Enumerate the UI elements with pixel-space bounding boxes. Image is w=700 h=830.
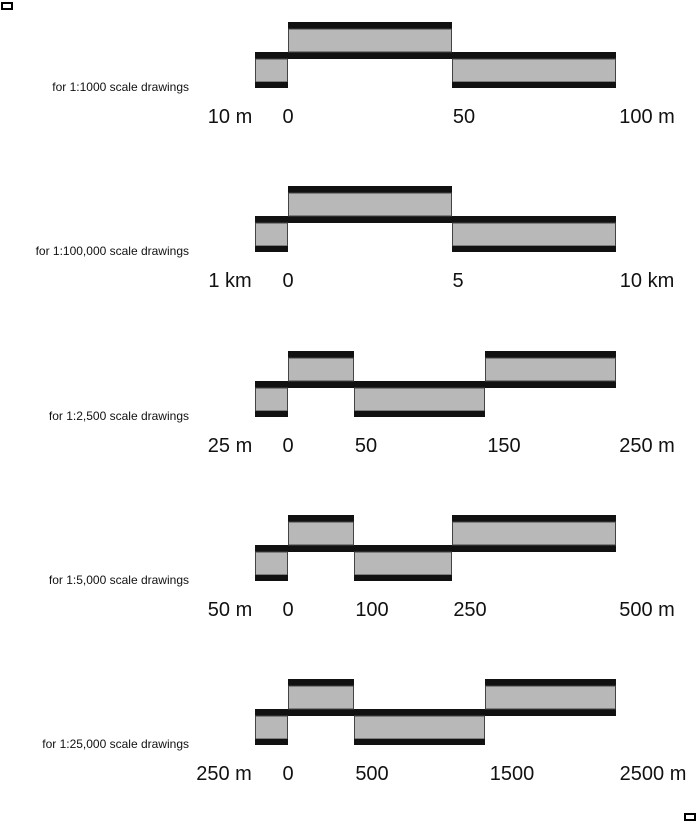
scalebar-3-segment-2-cap <box>288 351 354 358</box>
scalebar-2-segment-2-cap <box>288 186 452 193</box>
scalebar-4-segment-3-cap <box>354 575 452 581</box>
scalebar-3-tick-label-5: 250 m <box>619 435 675 457</box>
scalebar-4-segment-3 <box>354 551 452 576</box>
scalebar-2-segment-2 <box>288 192 452 217</box>
scalebar-1-center-line <box>255 52 616 59</box>
scalebar-4-caption: for 1:5,000 scale drawings <box>49 573 189 587</box>
scalebar-2-segment-3 <box>452 222 616 247</box>
scalebar-2-segment-1-cap <box>255 246 288 252</box>
scalebar-3-tick-label-4: 150 <box>487 435 520 457</box>
scalebar-3-tick-label-3: 50 <box>355 435 377 457</box>
scalebar-3-segment-4-cap <box>485 351 616 358</box>
scalebar-4-segment-4 <box>452 521 616 546</box>
scalebar-1-segment-3-cap <box>452 82 616 88</box>
scalebar-3-segment-3 <box>354 387 485 412</box>
scalebar-1-tick-label-1: 10 m <box>208 106 252 128</box>
scalebar-5-segment-4 <box>485 685 616 710</box>
scalebar-5-segment-1-cap <box>255 739 288 745</box>
crop-mark-bottom-right <box>684 813 696 821</box>
scalebar-3-tick-label-1: 25 m <box>208 435 252 457</box>
scalebar-1-segment-2 <box>288 28 452 53</box>
scalebar-5-segment-3-cap <box>354 739 485 745</box>
scalebar-3-segment-1 <box>255 387 288 412</box>
scalebar-3-tick-label-2: 0 <box>282 435 293 457</box>
scalebar-2-tick-label-1: 1 km <box>208 270 251 292</box>
scalebar-5-caption: for 1:25,000 scale drawings <box>42 737 189 751</box>
scalebar-4-segment-2 <box>288 521 354 546</box>
scalebar-5-segment-4-cap <box>485 679 616 686</box>
crop-mark-top-left <box>1 2 13 10</box>
scalebar-1-segment-1 <box>255 58 288 83</box>
scalebar-5-tick-label-1: 250 m <box>196 763 252 785</box>
scalebar-4-tick-label-1: 50 m <box>208 599 252 621</box>
scalebar-3-segment-3-cap <box>354 411 485 417</box>
scalebar-4-segment-2-cap <box>288 515 354 522</box>
scalebar-3-center-line <box>255 381 616 388</box>
scalebar-1-tick-label-4: 100 m <box>619 106 675 128</box>
scalebar-5-center-line <box>255 709 616 716</box>
scalebar-4-tick-label-3: 100 <box>355 599 388 621</box>
scalebar-1-caption: for 1:1000 scale drawings <box>52 80 189 94</box>
scalebar-4-tick-label-5: 500 m <box>619 599 675 621</box>
scalebar-4-tick-label-4: 250 <box>453 599 486 621</box>
scalebar-3-segment-4 <box>485 357 616 382</box>
scalebar-1-segment-2-cap <box>288 22 452 29</box>
scalebar-5-segment-2-cap <box>288 679 354 686</box>
scalebar-3-segment-2 <box>288 357 354 382</box>
scalebar-4-segment-1 <box>255 551 288 576</box>
scalebar-1-segment-3 <box>452 58 616 83</box>
scalebar-4-segment-4-cap <box>452 515 616 522</box>
scalebar-2-tick-label-3: 5 <box>452 270 463 292</box>
scalebar-5-segment-1 <box>255 715 288 740</box>
scalebar-4-center-line <box>255 545 616 552</box>
scalebar-2-center-line <box>255 216 616 223</box>
scalebar-1-tick-label-2: 0 <box>282 106 293 128</box>
scalebar-5-tick-label-2: 0 <box>282 763 293 785</box>
scalebar-2-segment-1 <box>255 222 288 247</box>
scalebar-1-segment-1-cap <box>255 82 288 88</box>
scalebar-3-caption: for 1:2,500 scale drawings <box>49 409 189 423</box>
scalebar-5-tick-label-4: 1500 <box>490 763 535 785</box>
scalebar-5-tick-label-5: 2500 m <box>620 763 687 785</box>
scalebar-5-segment-2 <box>288 685 354 710</box>
scalebar-2-segment-3-cap <box>452 246 616 252</box>
scalebar-1-tick-label-3: 50 <box>453 106 475 128</box>
scalebar-2-caption: for 1:100,000 scale drawings <box>36 244 189 258</box>
scalebar-2-tick-label-4: 10 km <box>620 270 674 292</box>
scalebar-3-segment-1-cap <box>255 411 288 417</box>
scalebar-5-tick-label-3: 500 <box>355 763 388 785</box>
scalebar-5-segment-3 <box>354 715 485 740</box>
scalebar-4-tick-label-2: 0 <box>282 599 293 621</box>
scalebar-4-segment-1-cap <box>255 575 288 581</box>
scalebar-2-tick-label-2: 0 <box>282 270 293 292</box>
